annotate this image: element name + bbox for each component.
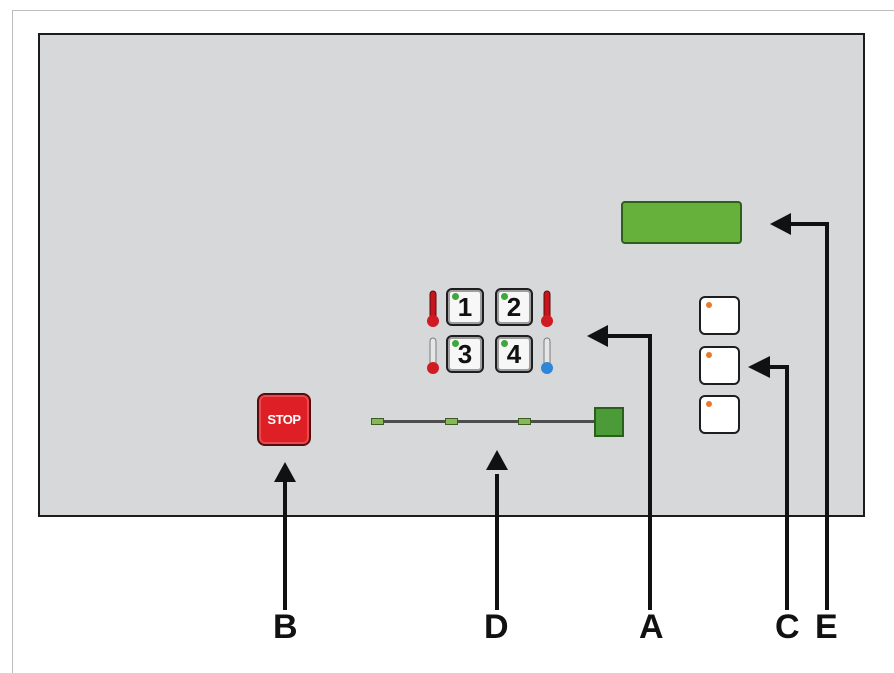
side-button-2[interactable]: [699, 346, 740, 385]
bus-node: [518, 418, 531, 425]
key-led: [501, 340, 508, 347]
key-1[interactable]: 1: [446, 288, 484, 326]
bus-terminal: [594, 407, 624, 437]
thermometer-cold-icon: [541, 337, 553, 374]
callout-label-d: D: [484, 608, 509, 646]
callout-label-c: C: [775, 608, 800, 646]
key-label: 1: [457, 292, 473, 322]
thermometer-warm-icon: [427, 337, 439, 374]
image-frame: [12, 10, 894, 673]
key-3[interactable]: 3: [446, 335, 484, 373]
thermometer-hot-icon: [427, 290, 439, 327]
arrow-head: [274, 462, 296, 482]
bus-node: [371, 418, 384, 425]
callout-label-e: E: [815, 608, 838, 646]
key-led: [452, 340, 459, 347]
control-panel: [38, 33, 865, 517]
side-button-3[interactable]: [699, 395, 740, 434]
key-led: [452, 293, 459, 300]
bus-node: [445, 418, 458, 425]
callout-label-a: A: [639, 608, 664, 646]
side-button-led: [706, 302, 712, 308]
callout-label-b: B: [273, 608, 298, 646]
side-button-1[interactable]: [699, 296, 740, 335]
key-label: 3: [457, 339, 473, 369]
key-led: [501, 293, 508, 300]
stop-button[interactable]: STOP: [257, 393, 311, 446]
side-button-led: [706, 352, 712, 358]
thermometer-hot-icon: [541, 290, 553, 327]
key-2[interactable]: 2: [495, 288, 533, 326]
key-label: 2: [506, 292, 522, 322]
side-button-led: [706, 401, 712, 407]
key-4[interactable]: 4: [495, 335, 533, 373]
lcd-display: [621, 201, 742, 244]
key-label: 4: [506, 339, 522, 369]
bus-line: [371, 420, 597, 423]
